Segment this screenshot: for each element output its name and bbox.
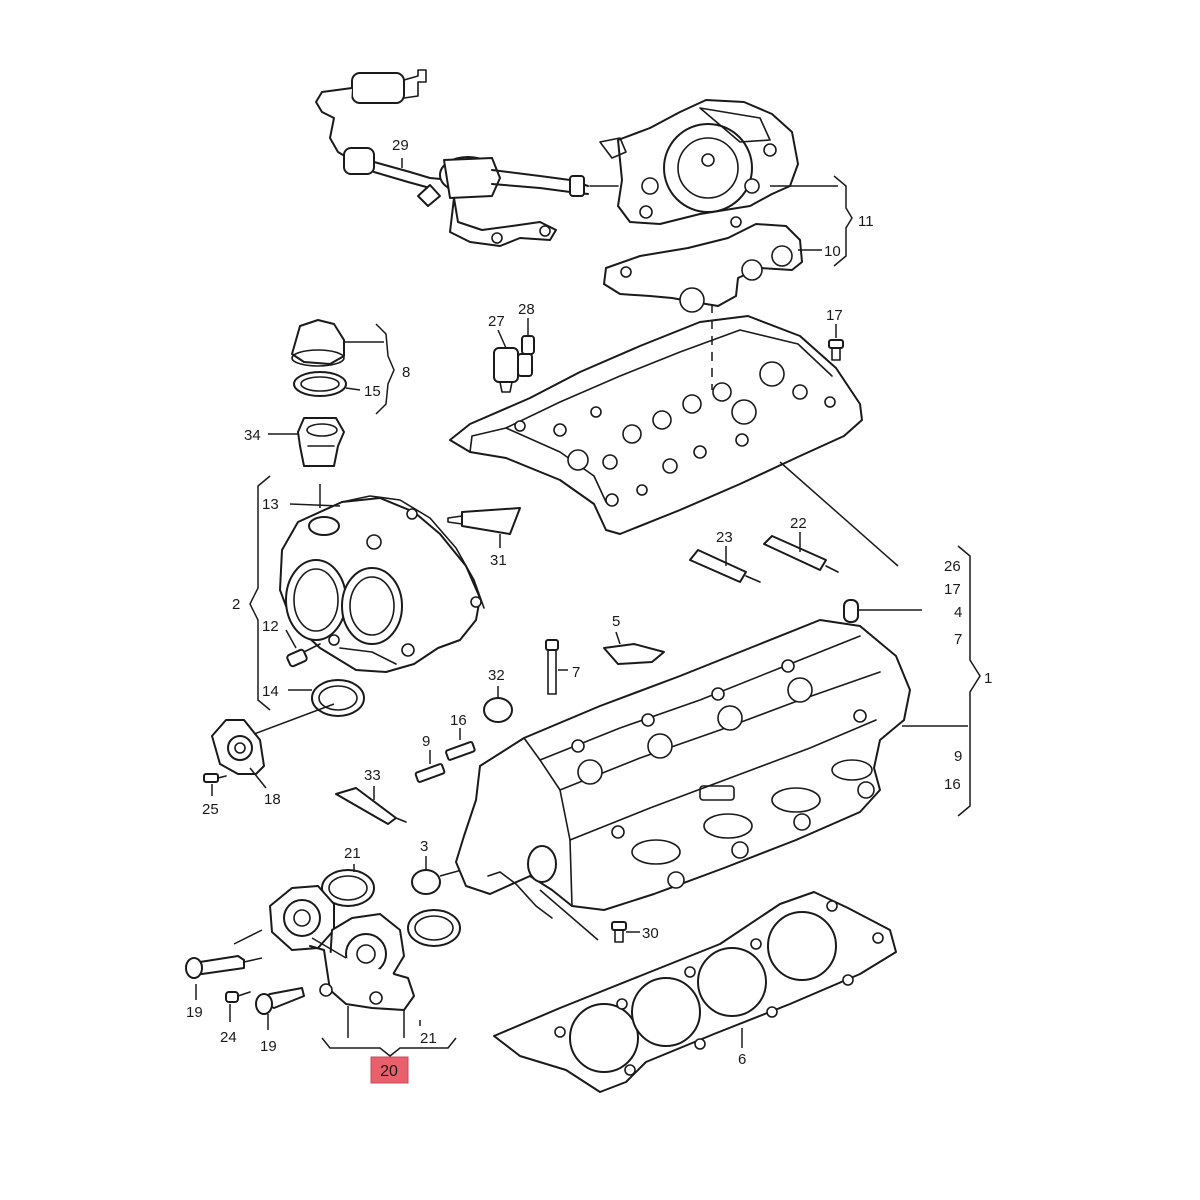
callout-6: 6: [738, 1051, 746, 1068]
callout-1: 1: [984, 670, 992, 687]
callout-24: 24: [220, 1029, 237, 1046]
callout-33: 33: [364, 767, 381, 784]
oil-filler-cap: [268, 319, 384, 467]
callout-15: 15: [364, 383, 381, 400]
breather-housing: [599, 99, 838, 225]
callout-4: 4: [954, 604, 962, 621]
callout-10: 10: [824, 243, 841, 260]
timing-cover: [279, 484, 485, 673]
callout-14: 14: [262, 683, 279, 700]
callout-32: 32: [488, 667, 505, 684]
cylinder-head-gasket: [493, 891, 897, 1093]
bolt-30: [611, 921, 640, 943]
bolt-17: [828, 324, 844, 361]
callout-16: 16: [450, 712, 467, 729]
callout-5: 5: [612, 613, 620, 630]
callout-31: 31: [490, 552, 507, 569]
callout-20: 20: [380, 1063, 398, 1080]
callout-25: 25: [202, 801, 219, 818]
callout-16-right: 16: [944, 776, 961, 793]
callout-19-left: 19: [186, 1004, 203, 1021]
callout-11: 11: [858, 213, 874, 230]
callout-3: 3: [420, 838, 428, 855]
callout-30: 30: [642, 925, 659, 942]
small-parts-center: [483, 599, 922, 723]
callout-labels: 29 11 10 27 28 17 8 15 34 13 31 23 22 26…: [186, 137, 992, 1068]
callout-7: 7: [572, 664, 580, 681]
callout-8: 8: [402, 364, 410, 381]
callout-22: 22: [790, 515, 807, 532]
callout-18: 18: [264, 791, 281, 808]
callout-27: 27: [488, 313, 505, 330]
callout-23: 23: [716, 529, 733, 546]
callout-17-top: 17: [826, 307, 843, 324]
timing-parts-left: [203, 629, 365, 796]
highlighted-callout-20: 20: [370, 1056, 409, 1084]
solenoid-valves: [493, 318, 535, 393]
callout-34: 34: [244, 427, 261, 444]
callout-12: 12: [262, 618, 279, 635]
callout-21-top: 21: [344, 845, 361, 862]
callout-13: 13: [262, 496, 279, 513]
callout-21: 21: [420, 1030, 437, 1047]
breather-gasket: [603, 216, 822, 313]
callout-26: 26: [944, 558, 961, 575]
callout-9-right: 9: [954, 748, 962, 765]
callout-28: 28: [518, 301, 535, 318]
callout-29: 29: [392, 137, 409, 154]
studs-and-plug: [411, 728, 499, 895]
camshaft-adjuster-assembly: [185, 864, 461, 1057]
cylinder-head-cover: [449, 304, 899, 567]
callout-9: 9: [422, 733, 430, 750]
sealant-tubes: [335, 507, 839, 825]
callout-7-right: 7: [954, 631, 962, 648]
callout-2: 2: [232, 596, 240, 613]
group-brackets: [249, 175, 981, 817]
callout-17: 17: [944, 581, 961, 598]
callout-19: 19: [260, 1038, 277, 1055]
cylinder-head: [455, 619, 968, 941]
breather-hose-assembly: [315, 69, 619, 247]
